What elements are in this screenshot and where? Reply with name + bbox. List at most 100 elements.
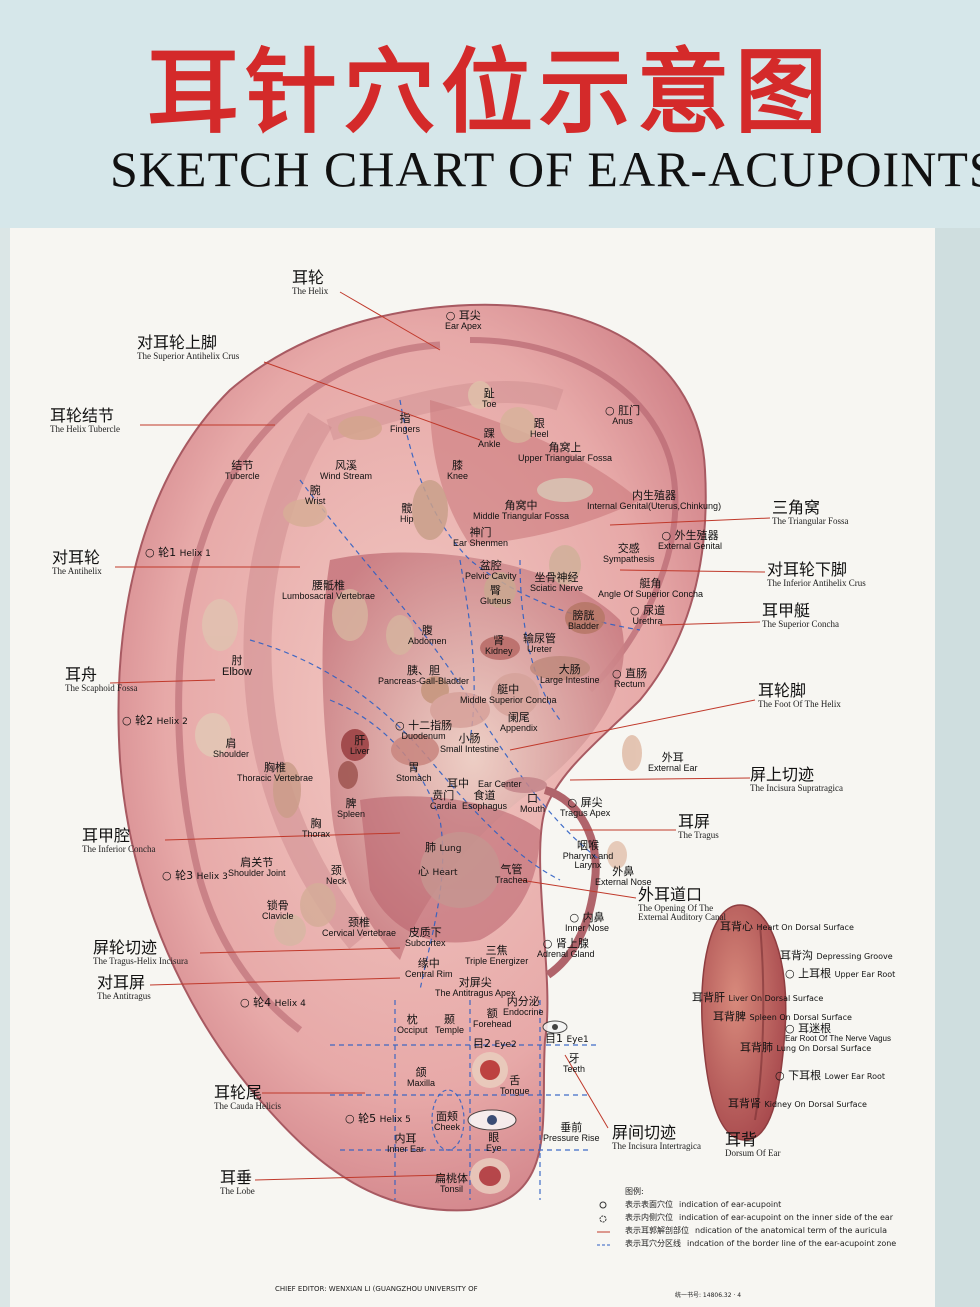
point-helix-4: ○ 轮4 Helix 4: [240, 996, 306, 1009]
point-helix-3: ○ 轮3 Helix 3: [162, 869, 228, 882]
point-ear-center: 耳中: [447, 777, 469, 790]
dorsal-upper-ear-root: ○ 上耳根 Upper Ear Root: [785, 967, 896, 980]
point-eye1: 目1 Eye1: [545, 1032, 589, 1045]
point-heart: 心 Heart: [418, 865, 458, 878]
title-english: SKETCH CHART OF EAR-ACUPOINTS: [110, 141, 980, 197]
dorsal-liver: 耳背肝 Liver On Dorsal Surface: [692, 991, 824, 1004]
dorsal-kidney: 耳背肾 Kidney On Dorsal Surface: [728, 1097, 867, 1110]
dorsal-lung: 耳背肺 Lung On Dorsal Surface: [740, 1041, 872, 1054]
wall-edge: [935, 228, 980, 1307]
point-ear-center-en: Ear Center: [478, 779, 522, 789]
dorsal-lower-ear-root: ○ 下耳根 Lower Ear Root: [775, 1069, 886, 1082]
dorsal-depressing-groove: 耳背沟 Depressing Groove: [780, 949, 893, 962]
dorsal-spleen: 耳背脾 Spleen On Dorsal Surface: [713, 1010, 852, 1023]
legend-title: 图例:: [625, 1187, 644, 1196]
poster-header: 耳针穴位示意图 SKETCH CHART OF EAR-ACUPOINTS: [0, 0, 980, 228]
point-lung: 肺 Lung: [425, 841, 462, 854]
dorsal-heart: 耳背心 Heart On Dorsal Surface: [720, 920, 854, 933]
point-helix-5: ○ 轮5 Helix 5: [345, 1112, 411, 1125]
footer-editor: CHIEF EDITOR: WENXIAN LI (GUANGZHOU UNIV…: [275, 1285, 478, 1293]
point-eye2: 目2 Eye2: [473, 1037, 517, 1050]
legend-symbols: [597, 1201, 610, 1246]
